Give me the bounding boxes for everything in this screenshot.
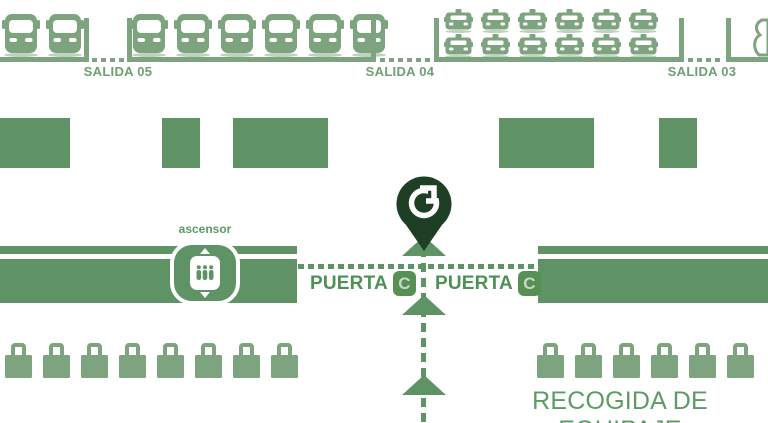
gate-right: PUERTA C [435,271,541,296]
gate-left: PUERTA C [310,271,416,296]
gate-left-badge: C [392,271,416,296]
exit-gap-dashes [92,58,124,62]
taxi-icon [629,9,658,33]
building-block [233,118,328,168]
location-pin-icon [395,176,453,254]
bus-icon [130,12,168,57]
elevator-icon [170,241,240,305]
platform-edge [726,57,768,62]
platform-edge-end [84,18,89,62]
platform-edge-end [371,18,376,62]
suitcase-icon [5,343,32,379]
suitcase-icon [575,343,602,379]
taxi-rank-top-row [444,9,658,33]
bus-bay-left [2,12,84,57]
suitcase-icon [271,343,298,379]
taxi-icon [518,34,547,58]
exit-label-salida-03: SALIDA 03 [667,64,737,79]
suitcase-icon [613,343,640,379]
suitcase-icon [81,343,108,379]
exit-label-salida-04: SALIDA 04 [365,64,435,79]
suitcase-icon [119,343,146,379]
elevator-label: ascensor [178,222,232,236]
suitcase-icon [157,343,184,379]
platform-edge [434,57,684,62]
bus-bay-center [130,12,388,57]
suitcase-icon [43,343,70,379]
bus-icon [262,12,300,57]
platform-edge-end [434,18,439,62]
elevator-car [190,256,220,290]
bus-icon [46,12,84,57]
gate-right-label: PUERTA [435,272,513,294]
platform-edge [127,57,376,62]
taxi-icon [555,9,584,33]
exit-gap-dashes [380,58,431,62]
taxi-icon [481,9,510,33]
baggage-claim-label: RECOGIDA DE EQUIPAJE [532,387,708,423]
elevator-down-arrow-icon [200,292,210,298]
baggage-row-left [5,343,298,379]
route-arrow-icon [402,295,446,315]
building-block [162,118,200,168]
platform-edge [0,57,89,62]
suitcase-icon [689,343,716,379]
passengers-icon [196,265,214,280]
platform-edge-end [726,18,731,62]
gate-right-badge: C [517,271,541,296]
taxi-icon [518,9,547,33]
taxi-icon [481,34,510,58]
bus-icon [218,12,256,57]
suitcase-icon [537,343,564,379]
bus-icon [174,12,212,57]
bus-icon [350,12,388,57]
suitcase-icon [651,343,678,379]
taxi-icon [444,34,473,58]
route-arrow-icon [402,375,446,395]
partial-vehicle-icon [746,18,768,58]
exit-gap-dashes [688,58,723,62]
walkway-band-left [0,259,297,303]
gate-left-label: PUERTA [310,272,388,294]
building-block [0,118,70,168]
route-vertical-dashed [421,248,426,423]
elevator-up-arrow-icon [200,248,210,254]
taxi-icon [444,9,473,33]
taxi-rank-bottom-row [444,34,658,58]
exit-label-salida-05: SALIDA 05 [83,64,153,79]
taxi-icon [629,34,658,58]
bus-icon [306,12,344,57]
route-horizontal-dashed [298,264,538,269]
suitcase-icon [727,343,754,379]
bus-icon [2,12,40,57]
suitcase-icon [195,343,222,379]
walkway-band-right [538,259,768,303]
taxi-icon [592,34,621,58]
platform-edge-end [127,18,132,62]
taxi-icon [592,9,621,33]
building-block [659,118,697,168]
suitcase-icon [233,343,260,379]
walkway-rail-left [0,246,297,254]
walkway-rail-right [538,246,768,254]
building-block [499,118,594,168]
taxi-icon [555,34,584,58]
baggage-row-right [537,343,754,379]
platform-edge-end [679,18,684,62]
